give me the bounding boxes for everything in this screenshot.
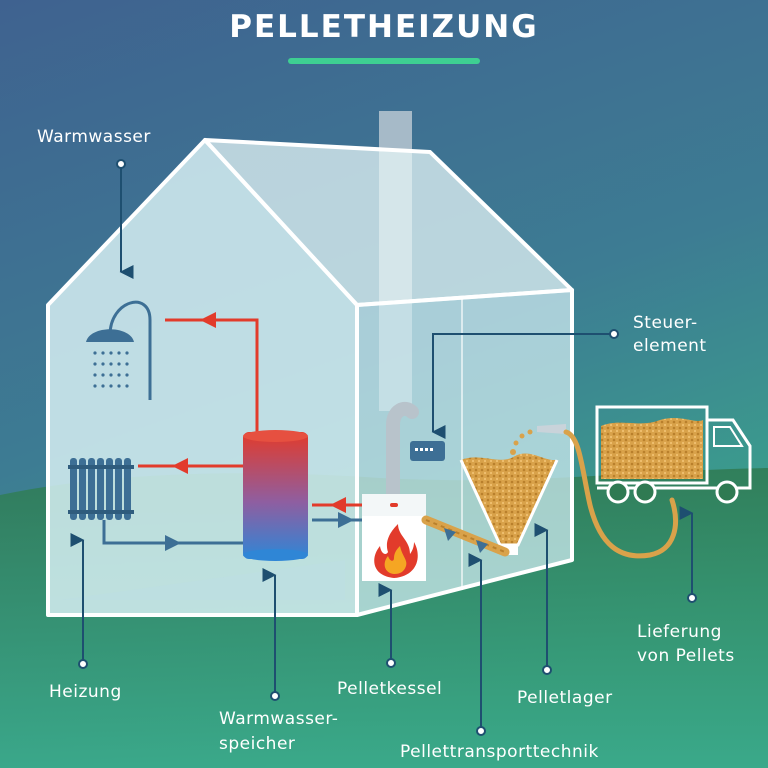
leader-lines — [70, 164, 694, 731]
label-steuerelement-line1: Steuer- — [633, 313, 698, 333]
warmwasserspeicher-tank — [243, 430, 308, 561]
transport-arrows — [444, 528, 488, 553]
shower-icon — [86, 300, 152, 400]
title-underline — [288, 58, 480, 64]
truck-icon — [595, 405, 752, 504]
steuerelement-panel — [410, 441, 445, 461]
label-pelletlager: Pelletlager — [517, 688, 613, 708]
label-warmwasserspeicher-line2: speicher — [219, 734, 295, 754]
label-heizung: Heizung — [49, 682, 122, 702]
radiator-icon — [68, 458, 134, 520]
pellet-auger — [421, 515, 510, 557]
return-arrows — [165, 512, 354, 551]
hot-water-arrows — [172, 312, 346, 513]
label-steuerelement-line2: element — [633, 336, 707, 356]
leader-dots — [78, 159, 697, 736]
page-title: PELLETHEIZUNG — [229, 9, 538, 45]
inlet-nozzle — [510, 424, 566, 455]
flue-pipe — [386, 401, 419, 505]
delivery-hose — [563, 429, 678, 559]
flame-icon — [374, 524, 418, 578]
label-pellettransporttechnik: Pellettransporttechnik — [400, 742, 599, 762]
label-pelletkessel: Pelletkessel — [337, 679, 442, 699]
label-lieferung-line2: von Pellets — [637, 646, 735, 666]
label-warmwasserspeicher-line1: Warmwasser- — [219, 709, 338, 729]
label-lieferung-line1: Lieferung — [637, 622, 722, 642]
label-warmwasser: Warmwasser — [37, 127, 151, 147]
